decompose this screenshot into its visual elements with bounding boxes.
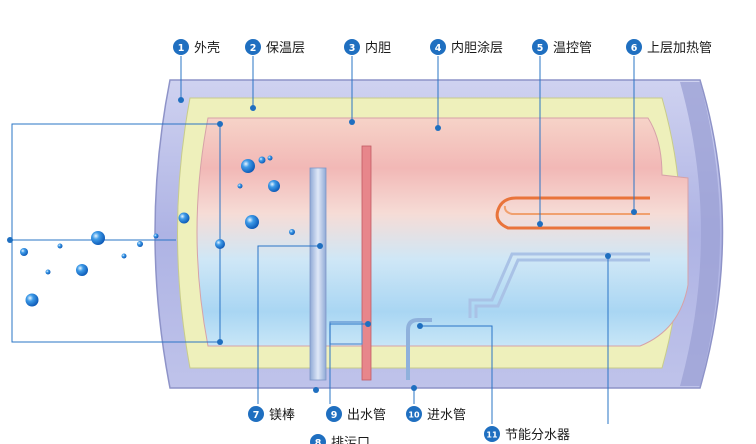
upper-heating-tube [503, 205, 650, 215]
outlet-pipe [361, 145, 372, 381]
svg-text:6: 6 [631, 43, 638, 54]
label-11: 11 节能分水器 [484, 426, 570, 443]
label-text: 保温层 [266, 41, 305, 56]
svg-text:8: 8 [315, 438, 322, 444]
leader-dots [178, 97, 637, 393]
bracket-dot-left [7, 237, 13, 243]
svg-text:11: 11 [486, 431, 498, 440]
label-text: 出水管 [347, 408, 386, 423]
label-text: 上层加热管 [647, 41, 712, 56]
inner-tank [196, 117, 689, 347]
thermostat-tube [495, 196, 650, 230]
bubbles [20, 155, 295, 307]
svg-text:4: 4 [435, 43, 442, 54]
label-10: 10 进水管 [406, 406, 466, 423]
bracket-dot-bottom [217, 339, 223, 345]
label-5: 5 温控管 [532, 39, 592, 56]
label-text: 温控管 [553, 41, 592, 56]
label-text: 外壳 [194, 41, 220, 56]
label-4: 4 内胆涂层 [430, 39, 503, 56]
label-7: 7 镁棒 [248, 406, 295, 423]
label-8: 8 排污口 [310, 434, 370, 444]
bracket-dot-top [217, 121, 223, 127]
water-distributor [468, 252, 650, 318]
label-text: 节能分水器 [505, 428, 570, 443]
svg-text:10: 10 [408, 411, 420, 420]
magnesium-rod [309, 167, 327, 381]
water-flow-box [11, 123, 221, 343]
svg-text:1: 1 [178, 43, 185, 54]
svg-text:2: 2 [250, 43, 257, 54]
svg-text:9: 9 [331, 410, 338, 421]
label-3: 3 内胆 [344, 39, 391, 56]
inlet-pipe [406, 318, 432, 380]
end-cap [680, 82, 720, 386]
label-6: 6 上层加热管 [626, 39, 712, 56]
label-text: 内胆 [365, 40, 391, 56]
svg-text:7: 7 [253, 410, 260, 421]
svg-text:3: 3 [349, 43, 356, 54]
label-1: 1 外壳 [173, 39, 220, 56]
label-text: 进水管 [427, 408, 466, 423]
label-text: 镁棒 [269, 408, 295, 423]
label-2: 2 保温层 [245, 39, 305, 56]
label-text: 排污口 [331, 436, 370, 444]
leader-lines [180, 56, 635, 424]
label-9: 9 出水管 [326, 406, 386, 423]
svg-text:5: 5 [537, 43, 544, 54]
label-text: 内胆涂层 [451, 40, 503, 56]
